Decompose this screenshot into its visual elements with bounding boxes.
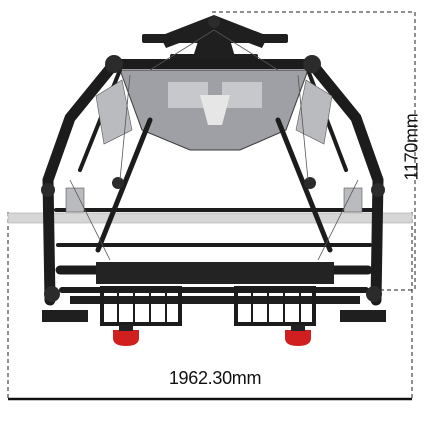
olympic-bar — [7, 212, 413, 224]
foot-pads — [113, 325, 311, 346]
width-dimension-label: 1962.30mm — [168, 368, 262, 388]
height-dimension-label: 1170mm — [392, 101, 432, 193]
weight-guides — [65, 79, 363, 213]
cables — [69, 29, 359, 261]
dimension-guides — [7, 11, 416, 398]
base-frame — [42, 262, 386, 326]
upper-shield — [119, 69, 309, 151]
height-value: 1170mm — [401, 113, 422, 181]
pulleys — [41, 16, 385, 302]
